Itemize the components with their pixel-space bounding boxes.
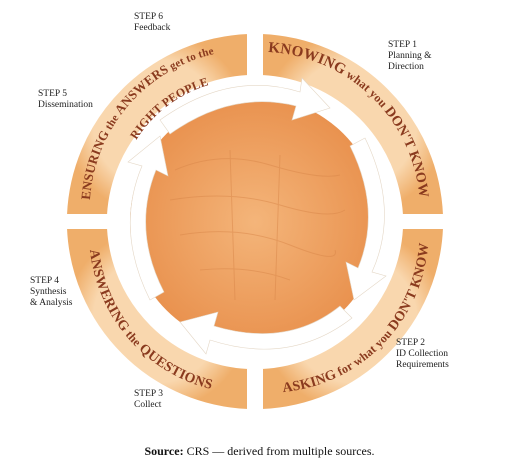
arrow-top [159,77,331,135]
center-map [130,97,380,347]
step2-label: STEP 2 ID Collection Requirements [396,338,449,371]
step6-label: STEP 6 Feedback [134,12,170,34]
arrow-right [345,137,387,301]
step3-number: STEP 3 [134,389,163,399]
arrow-left [127,135,169,301]
step5-name-line1: Dissemination [38,100,93,110]
ring [64,31,446,412]
caption-label: Source: [144,444,184,458]
step1-name-line1: Planning & [388,51,432,61]
step6-number: STEP 6 [134,12,163,22]
cycle-arrows [127,77,387,355]
caption-text: CRS — derived from multiple sources. [183,444,375,458]
step4-name-line1: Synthesis [30,287,67,297]
step4-number: STEP 4 [30,276,59,286]
step1-name-line2: Direction [388,62,424,72]
step4-name-line2: & Analysis [30,298,73,308]
step2-name-line1: ID Collection [396,349,448,359]
ring-segment-top-left [64,31,249,216]
ring-segment-bottom-left [64,227,249,412]
map-texture [169,149,346,301]
step1-label: STEP 1 Planning & Direction [388,40,432,73]
step4-label: STEP 4 Synthesis & Analysis [30,276,73,309]
ring-segment-bottom-right [261,227,446,412]
step5-label: STEP 5 Dissemination [38,89,93,111]
step2-name-line2: Requirements [396,360,449,370]
cycle-graphic: KNOWING what you DON'T KNOW ASKING for w… [64,31,446,412]
source-caption: Source: CRS — derived from multiple sour… [0,444,519,459]
step5-number: STEP 5 [38,89,67,99]
step3-name-line1: Collect [134,400,162,410]
step2-number: STEP 2 [396,338,425,348]
arrow-bottom [179,305,353,355]
step6-name-line1: Feedback [134,23,171,33]
step1-number: STEP 1 [388,40,417,50]
ring-segment-top-right [261,31,446,216]
step3-label: STEP 3 Collect [134,389,163,411]
